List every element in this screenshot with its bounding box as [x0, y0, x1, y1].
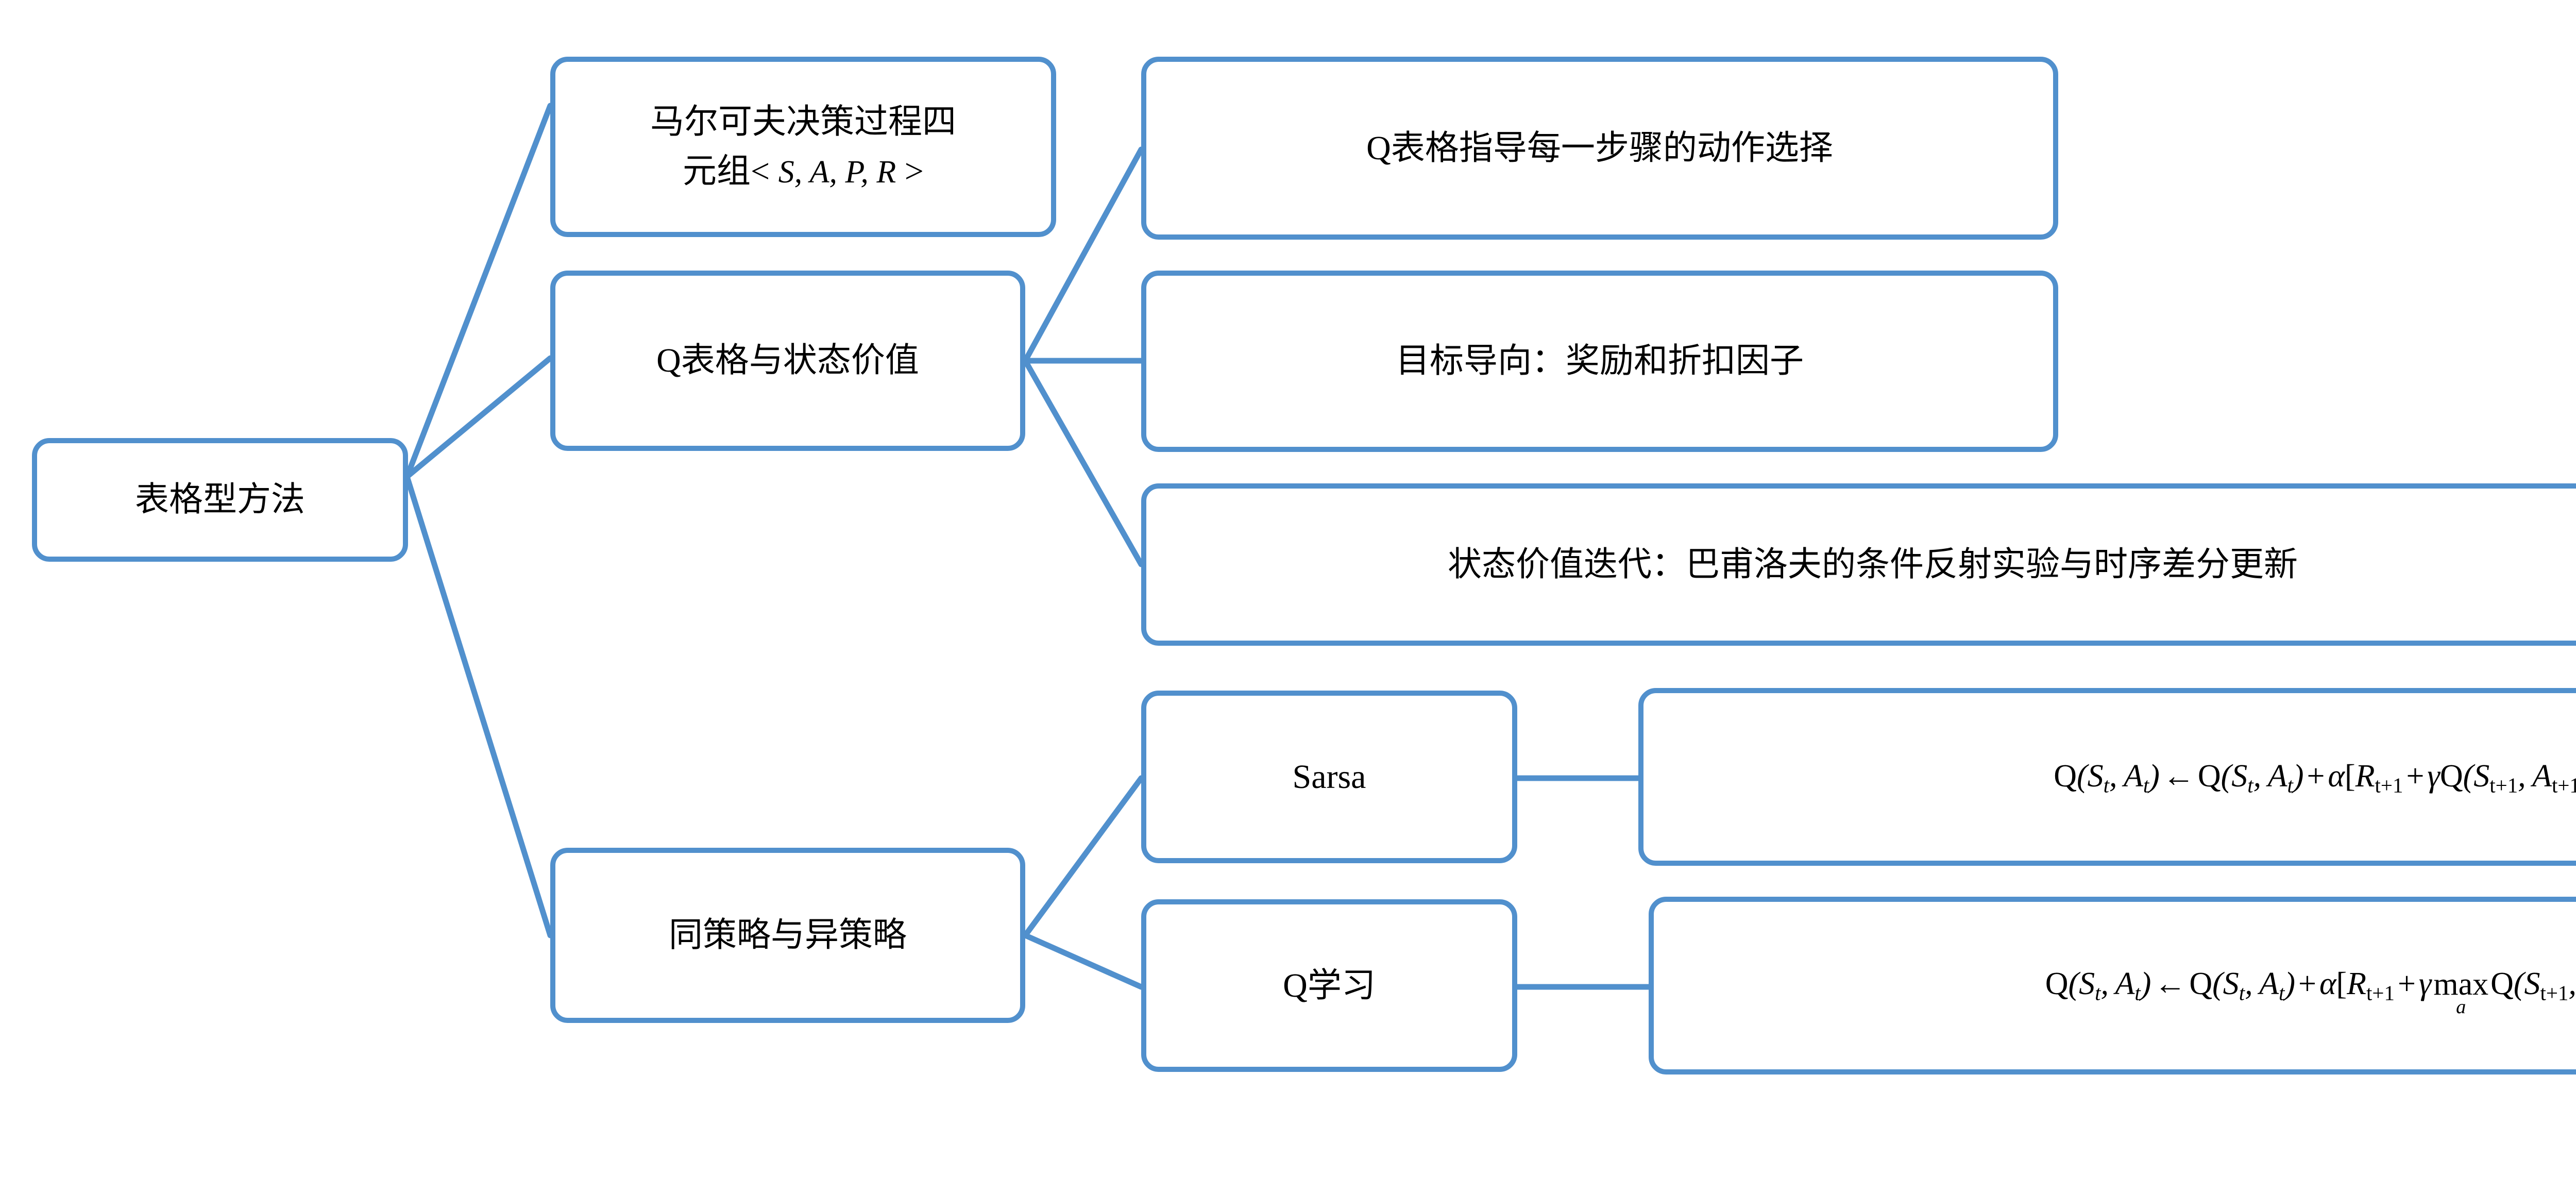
node-q-table-label: Q表格与状态价值 — [656, 342, 919, 380]
node-value-iteration[interactable]: 状态价值迭代：巴甫洛夫的条件反射实验与时序差分更新 — [1141, 483, 2576, 646]
node-q-guide[interactable]: Q表格指导每一步骤的动作选择 — [1141, 57, 2058, 240]
node-sarsa[interactable]: Sarsa — [1141, 691, 1517, 863]
link-root-to-qtable — [404, 355, 553, 480]
mdp-tuple-suffix: > — [896, 153, 924, 190]
link-policy-to-qlearning — [1022, 932, 1144, 990]
link-qtable-to-valueiter — [1022, 358, 1144, 567]
mdp-tuple-vars: S, A, P, R — [778, 155, 896, 190]
mdp-tuple-prefix: 元组< — [683, 153, 778, 190]
node-q-guide-label: Q表格指导每一步骤的动作选择 — [1366, 129, 1833, 167]
node-goal[interactable]: 目标导向：奖励和折扣因子 — [1141, 271, 2058, 452]
node-mdp-label-line1: 马尔可夫决策过程四 — [650, 103, 956, 141]
node-on-off-policy[interactable]: 同策略与异策略 — [550, 848, 1025, 1023]
node-root-label: 表格型方法 — [135, 481, 305, 519]
node-q-table[interactable]: Q表格与状态价值 — [550, 271, 1025, 451]
node-q-learning-label: Q学习 — [1283, 966, 1376, 1004]
node-value-iteration-label: 状态价值迭代：巴甫洛夫的条件反射实验与时序差分更新 — [1448, 545, 2298, 583]
node-mdp-label-line2: 元组< S, A, P, R > — [567, 147, 1040, 196]
node-sarsa-label: Sarsa — [1292, 758, 1366, 796]
link-root-to-mdp — [404, 103, 553, 480]
link-qtable-to-qguide — [1022, 146, 1144, 364]
node-mdp[interactable]: 马尔可夫决策过程四 元组< S, A, P, R > — [550, 57, 1056, 237]
node-sarsa-formula[interactable]: Q(St, At)←Q(St, At)+α[Rt+1+γQ(St+1, At+1… — [1638, 688, 2576, 866]
node-goal-label: 目标导向：奖励和折扣因子 — [1396, 342, 1804, 380]
sarsa-formula: Q(St, At)←Q(St, At)+α[Rt+1+γQ(St+1, At+1… — [2054, 758, 2576, 797]
node-on-off-policy-label: 同策略与异策略 — [669, 916, 907, 954]
link-root-to-policy — [404, 474, 553, 938]
link-policy-to-sarsa — [1022, 775, 1144, 938]
node-root[interactable]: 表格型方法 — [32, 438, 408, 562]
node-q-learning[interactable]: Q学习 — [1141, 899, 1517, 1072]
